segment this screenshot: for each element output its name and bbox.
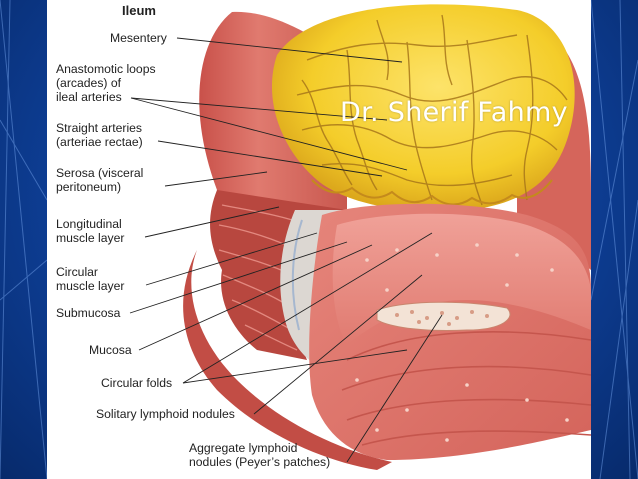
peyers-patch-nodules bbox=[395, 310, 489, 326]
label-circular-folds: Circular folds bbox=[101, 376, 173, 390]
figure-title: Ileum bbox=[122, 3, 156, 18]
label-longitudinal-muscle: Longitudinal muscle layer bbox=[56, 217, 125, 245]
peyers-patch bbox=[376, 301, 511, 331]
arcade-edge bbox=[311, 179, 553, 206]
anatomy-figure-panel: Ileum Mesentery Anastomotic loops (arcad… bbox=[47, 0, 591, 479]
intestine-lower-edge bbox=[183, 250, 392, 470]
watermark-text: Dr. Sherif Fahmy bbox=[340, 97, 568, 128]
ileum-illustration bbox=[129, 4, 591, 470]
label-mesentery: Mesentery bbox=[110, 31, 167, 45]
label-submucosa: Submucosa bbox=[56, 306, 121, 320]
label-aggregate-nodules: Aggregate lymphoid nodules (Peyer’s patc… bbox=[189, 441, 331, 469]
label-mucosa: Mucosa bbox=[89, 343, 132, 357]
label-serosa: Serosa (visceral peritoneum) bbox=[56, 166, 144, 194]
leader-lines bbox=[129, 37, 443, 463]
circular-folds-lines bbox=[341, 331, 591, 446]
mesentery-vessels bbox=[296, 14, 568, 206]
submucosa-vessel bbox=[291, 219, 303, 331]
label-solitary-nodules: Solitary lymphoid nodules bbox=[96, 407, 235, 421]
label-anastomotic-loops: Anastomotic loops (arcades) of ileal art… bbox=[56, 62, 156, 104]
solitary-nodules-dots bbox=[355, 243, 569, 442]
muscle-layers-cut bbox=[210, 190, 347, 360]
label-circular-muscle: Circular muscle layer bbox=[56, 265, 125, 293]
label-straight-arteries: Straight arteries (arteriae rectae) bbox=[56, 121, 143, 149]
